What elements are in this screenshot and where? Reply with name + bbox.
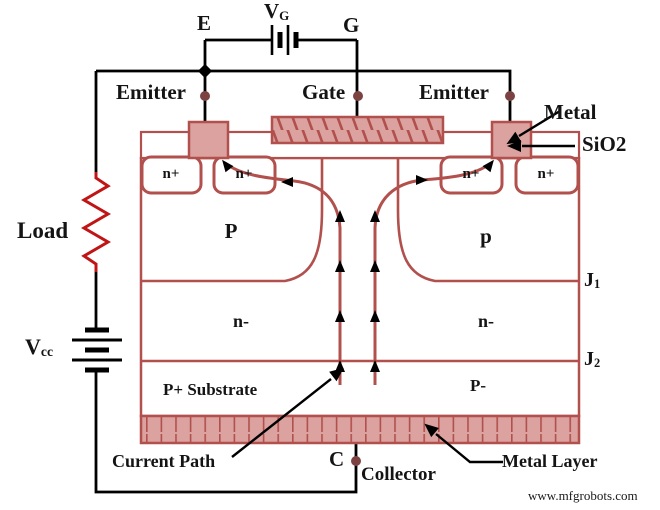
current-path-left — [224, 161, 342, 385]
emitter-right-terminal-dot — [505, 91, 515, 101]
vg-battery — [270, 25, 299, 55]
wire-junction-dot — [197, 63, 213, 79]
n-minus-left-label: n- — [232, 311, 250, 331]
collector-label: Collector — [361, 464, 436, 485]
collector-terminal-dot — [351, 456, 361, 466]
load-resistor — [81, 172, 111, 272]
vg-source-label: VG — [264, 0, 290, 24]
p-substrate-label: P+ Substrate — [163, 380, 258, 399]
vcc-battery — [72, 327, 122, 373]
gate-electrode — [270, 115, 445, 145]
emitter-left-terminal-dot — [200, 91, 210, 101]
n-minus-right-label: n- — [477, 311, 495, 331]
gate-terminal-dot — [353, 91, 363, 101]
n-plus-label-1: n+ — [162, 166, 180, 182]
emitter-contact-left — [187, 120, 230, 160]
metal-layer-label: Metal Layer — [502, 451, 598, 471]
terminal-g-label: G — [343, 13, 360, 37]
device-body — [139, 156, 581, 418]
terminal-e-label: E — [197, 11, 212, 35]
n-plus-well-4 — [514, 155, 580, 195]
gate-label: Gate — [302, 80, 346, 104]
current-arrowheads — [222, 159, 494, 372]
n-plus-well-1 — [140, 155, 203, 195]
bottom-return-wire — [94, 370, 358, 494]
sio2-annotation-label: SiO2 — [582, 132, 627, 156]
p-well-left-boundary — [141, 158, 324, 283]
emitter-left-label: Emitter — [116, 80, 186, 104]
p-region-right-label: p — [480, 224, 492, 248]
emitter-right-label: Emitter — [419, 80, 489, 104]
current-path-label: Current Path — [112, 451, 216, 471]
metal-annotation-label: Metal — [544, 100, 597, 124]
n-plus-label-4: n+ — [537, 166, 555, 182]
sio2-label-arrow — [507, 140, 575, 152]
j2-junction-label: J2 — [584, 348, 601, 371]
collector-metal-layer — [139, 414, 581, 445]
n-plus-label-3: n+ — [462, 166, 480, 182]
current-path-label-arrow — [231, 367, 344, 458]
p-region-left-label: P — [224, 219, 238, 243]
top-bus-wire — [96, 69, 512, 122]
metal-layer-label-arrow — [424, 423, 503, 464]
terminal-c-label: C — [329, 447, 345, 471]
load-label: Load — [17, 218, 69, 243]
p-minus-label: P- — [470, 376, 487, 395]
p-well-right-boundary — [396, 158, 579, 283]
watermark-text: www.mfgrobots.com — [528, 488, 638, 503]
vcc-source-label: Vcc — [25, 334, 53, 360]
j1-junction-label: J1 — [584, 269, 601, 292]
metal-label-arrow — [506, 109, 561, 145]
n-plus-label-2: n+ — [235, 166, 253, 182]
